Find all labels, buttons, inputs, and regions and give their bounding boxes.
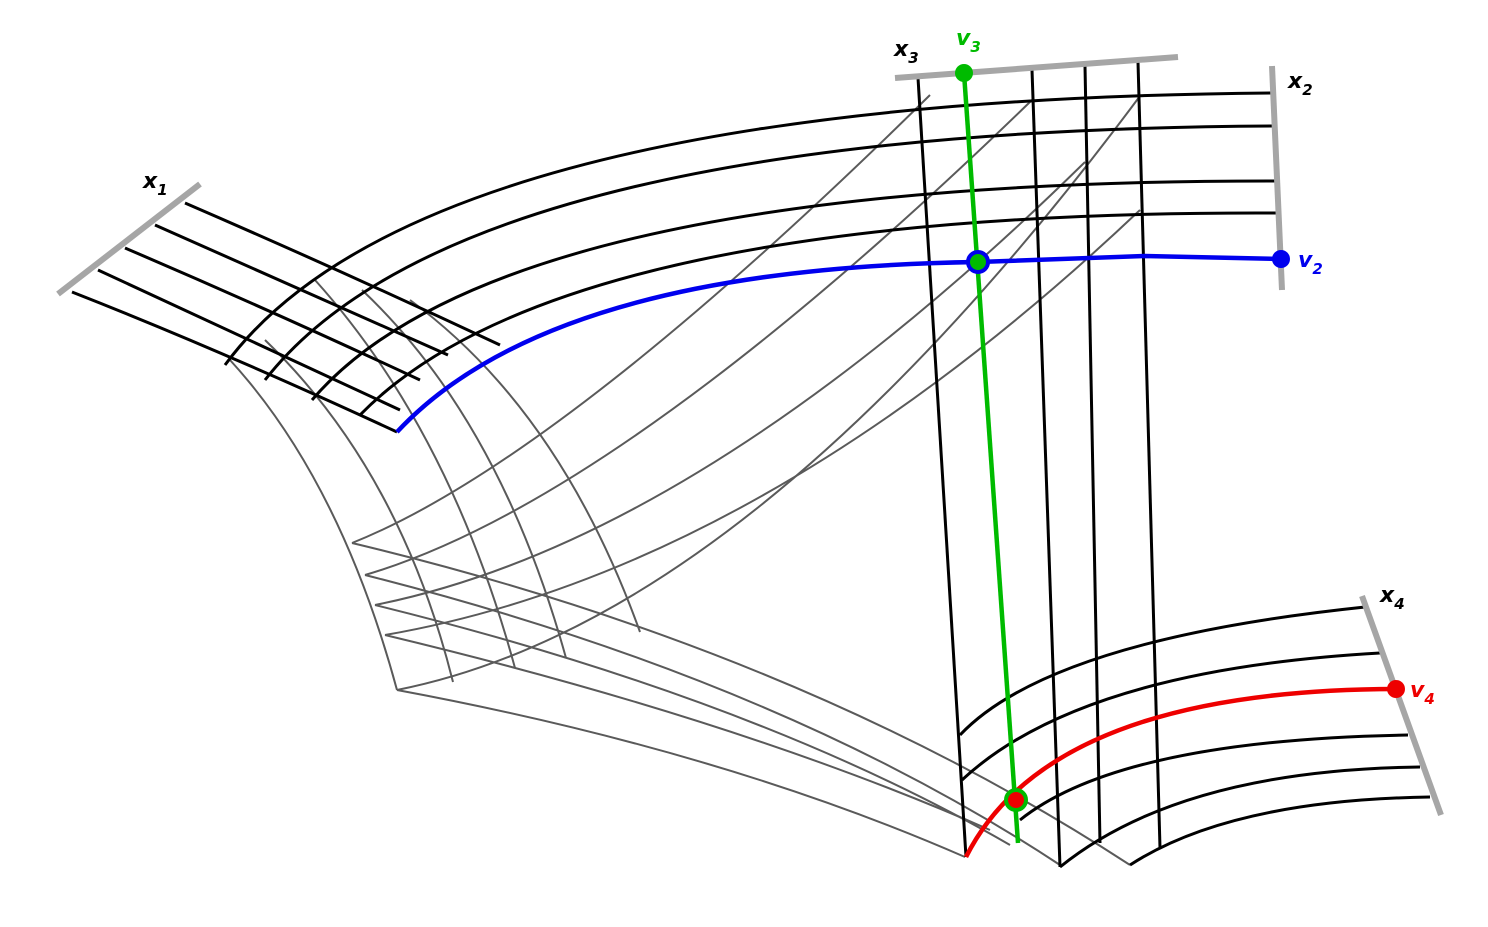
- fan-curve: [229, 359, 398, 691]
- x1-line: [71, 290, 398, 434]
- x4-label: x4: [1379, 583, 1405, 613]
- v3-v4-contraction-node: [1004, 788, 1028, 812]
- x2-label: x2: [1287, 69, 1313, 99]
- x4-grid: [958, 605, 1431, 869]
- band-line: [351, 542, 1131, 866]
- v3-path: [961, 72, 1021, 844]
- crossline: [384, 209, 1141, 636]
- x4-axis-bar: [1359, 594, 1444, 817]
- v2-endpoint-dot: [1272, 250, 1290, 268]
- x3-line: [916, 77, 968, 858]
- v4-endpoint-dot: [1387, 680, 1405, 698]
- x4-line: [1019, 733, 1409, 822]
- v2-path: [395, 253, 1282, 434]
- v3-label: v3: [956, 26, 981, 56]
- x1-line: [184, 201, 501, 347]
- v3-endpoint-dot: [955, 64, 973, 82]
- v4-path: [963, 686, 1397, 859]
- x3-label: x3: [893, 37, 919, 67]
- x4-line: [1129, 795, 1431, 867]
- x2-line: [358, 211, 1279, 417]
- x1-to-lower-fan-grid: [229, 279, 641, 691]
- x1-axis-bar: [56, 181, 202, 297]
- x2-grid: [223, 91, 1279, 417]
- x2-line: [263, 124, 1275, 381]
- x1-grid: [71, 201, 501, 434]
- lower-band-to-x4-lines: [351, 542, 1131, 866]
- x3-line: [1030, 69, 1062, 868]
- x4-line: [1059, 765, 1421, 869]
- band-line: [364, 574, 1061, 866]
- x1-line: [97, 268, 401, 412]
- v2-v3-contraction-node: [966, 250, 990, 274]
- crossline: [351, 94, 931, 544]
- band-line: [384, 634, 991, 831]
- x2-line: [223, 91, 1273, 366]
- crossline: [396, 95, 1141, 691]
- x2-line: [310, 179, 1277, 401]
- x3-line: [1083, 65, 1102, 844]
- lower-band-crosslines: [351, 94, 1141, 691]
- x3-axis-bar: [894, 54, 1179, 81]
- v2-label: v2: [1298, 248, 1323, 278]
- x3-line: [1136, 61, 1162, 849]
- fan-curve: [264, 339, 454, 683]
- band-line: [374, 604, 1011, 846]
- x1-label: x1: [142, 169, 168, 199]
- x4-line: [960, 651, 1381, 782]
- fan-curve: [409, 299, 641, 633]
- fan-curve: [314, 279, 516, 669]
- x4-line: [958, 605, 1366, 737]
- crossline: [364, 99, 1033, 576]
- band-line: [396, 689, 966, 858]
- v4-label: v4: [1410, 678, 1435, 708]
- crossline: [374, 161, 1086, 606]
